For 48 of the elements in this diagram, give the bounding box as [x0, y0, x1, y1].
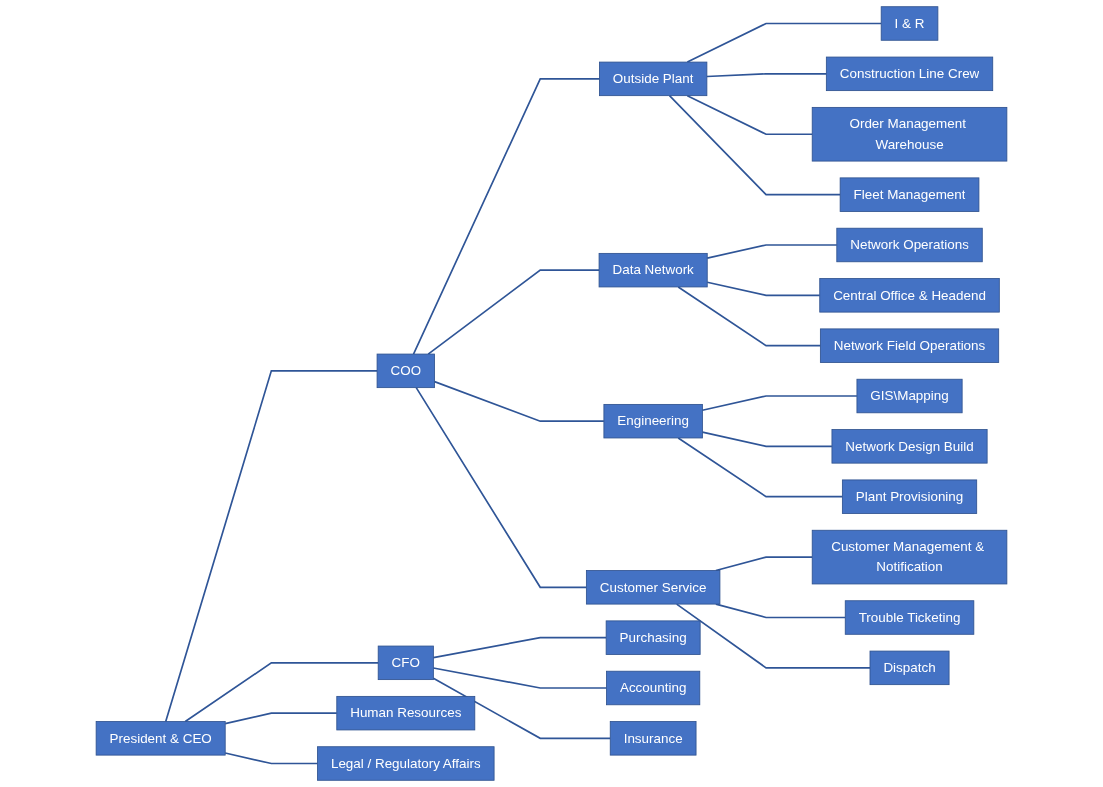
- connector: [224, 712, 338, 725]
- connector: [706, 73, 828, 78]
- node-box: Outside Plant: [599, 61, 708, 97]
- node-box: Construction Line Crew: [825, 56, 994, 92]
- node-box: I & R: [880, 6, 939, 41]
- connector: [715, 556, 814, 572]
- node-box: GIS\Mapping: [856, 378, 963, 414]
- node-box: Insurance: [609, 721, 697, 756]
- node-box: Human Resources: [336, 695, 476, 731]
- connector: [677, 286, 822, 347]
- connector: [164, 370, 378, 723]
- connector: [432, 636, 607, 659]
- connector: [415, 386, 588, 589]
- connector: [706, 281, 821, 297]
- node-box: Network Design Build: [831, 429, 988, 464]
- connector: [701, 395, 858, 412]
- node-box: Accounting: [606, 670, 701, 706]
- node-box: Fleet Management: [839, 177, 980, 212]
- node-box: Plant Provisioning: [841, 479, 978, 514]
- connector: [412, 78, 601, 355]
- connector: [677, 437, 844, 498]
- node-box: Order Management Warehouse: [811, 106, 1008, 162]
- connector: [433, 380, 605, 423]
- node-box: COO: [376, 353, 435, 389]
- connector: [675, 603, 871, 669]
- node-box: Central Office & Headend: [819, 278, 1000, 313]
- node-box: Network Field Operations: [819, 328, 1000, 363]
- connector: [224, 752, 319, 765]
- connector: [686, 22, 883, 63]
- node-box: Purchasing: [605, 620, 701, 655]
- connector: [701, 431, 833, 448]
- node-box: Dispatch: [869, 650, 950, 686]
- connector: [432, 667, 608, 689]
- connector: [184, 662, 380, 723]
- connector: [668, 94, 841, 196]
- node-box: CFO: [377, 645, 434, 681]
- node-box: Trouble Ticketing: [844, 600, 975, 635]
- node-box: President & CEO: [95, 721, 226, 756]
- node-box: Data Network: [598, 252, 708, 288]
- connector: [432, 677, 612, 740]
- connector: [427, 269, 600, 355]
- node-box: Customer Management & Notification: [811, 529, 1008, 585]
- connector: [686, 94, 814, 136]
- node-box: Network Operations: [836, 227, 983, 263]
- connector: [706, 244, 838, 259]
- node-box: Engineering: [603, 404, 703, 439]
- node-box: Customer Service: [585, 570, 721, 605]
- node-box: Legal / Regulatory Affairs: [317, 746, 495, 781]
